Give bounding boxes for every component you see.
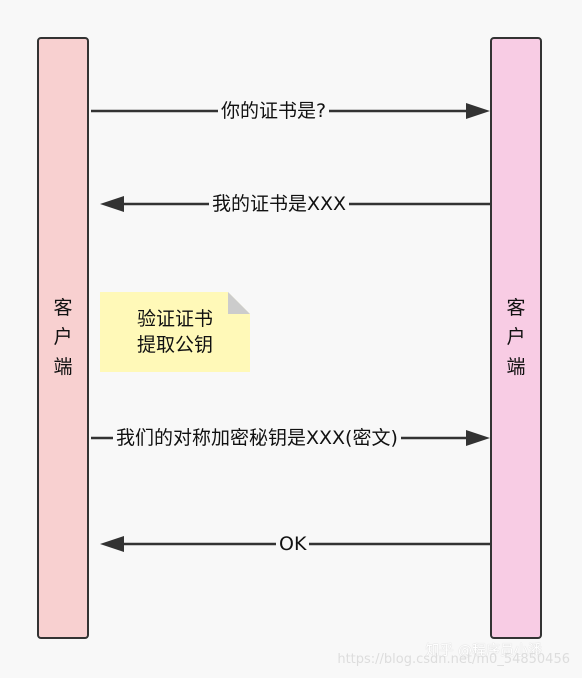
note-line-2: 提取公钥 — [136, 334, 213, 356]
note-box: 验证证书 提取公钥 — [100, 292, 250, 372]
message-label-3: 我们的对称加密秘钥是XXX(密文) — [113, 426, 401, 450]
server-lifeline-label: 客户端 — [506, 296, 526, 378]
note-shape — [100, 292, 250, 372]
message-label-1: 你的证书是? — [218, 99, 330, 123]
note-text: 验证证书 提取公钥 — [100, 306, 250, 358]
message-label-4: OK — [276, 532, 310, 556]
client-lifeline-label: 客户端 — [53, 296, 73, 378]
watermark-primary: 知乎 @程序员小潘 — [425, 643, 542, 659]
arrowhead-right-icon — [466, 430, 490, 446]
arrowhead-left-icon — [100, 536, 124, 552]
arrowhead-left-icon — [100, 196, 124, 212]
server-lifeline: 客户端 — [490, 37, 542, 639]
note-line-1: 验证证书 — [136, 308, 213, 330]
arrowhead-right-icon — [466, 103, 490, 119]
watermark-url: https://blog.csdn.net/m0_54850456 — [337, 652, 570, 667]
message-label-2: 我的证书是XXX — [209, 192, 350, 216]
client-lifeline: 客户端 — [37, 37, 89, 639]
